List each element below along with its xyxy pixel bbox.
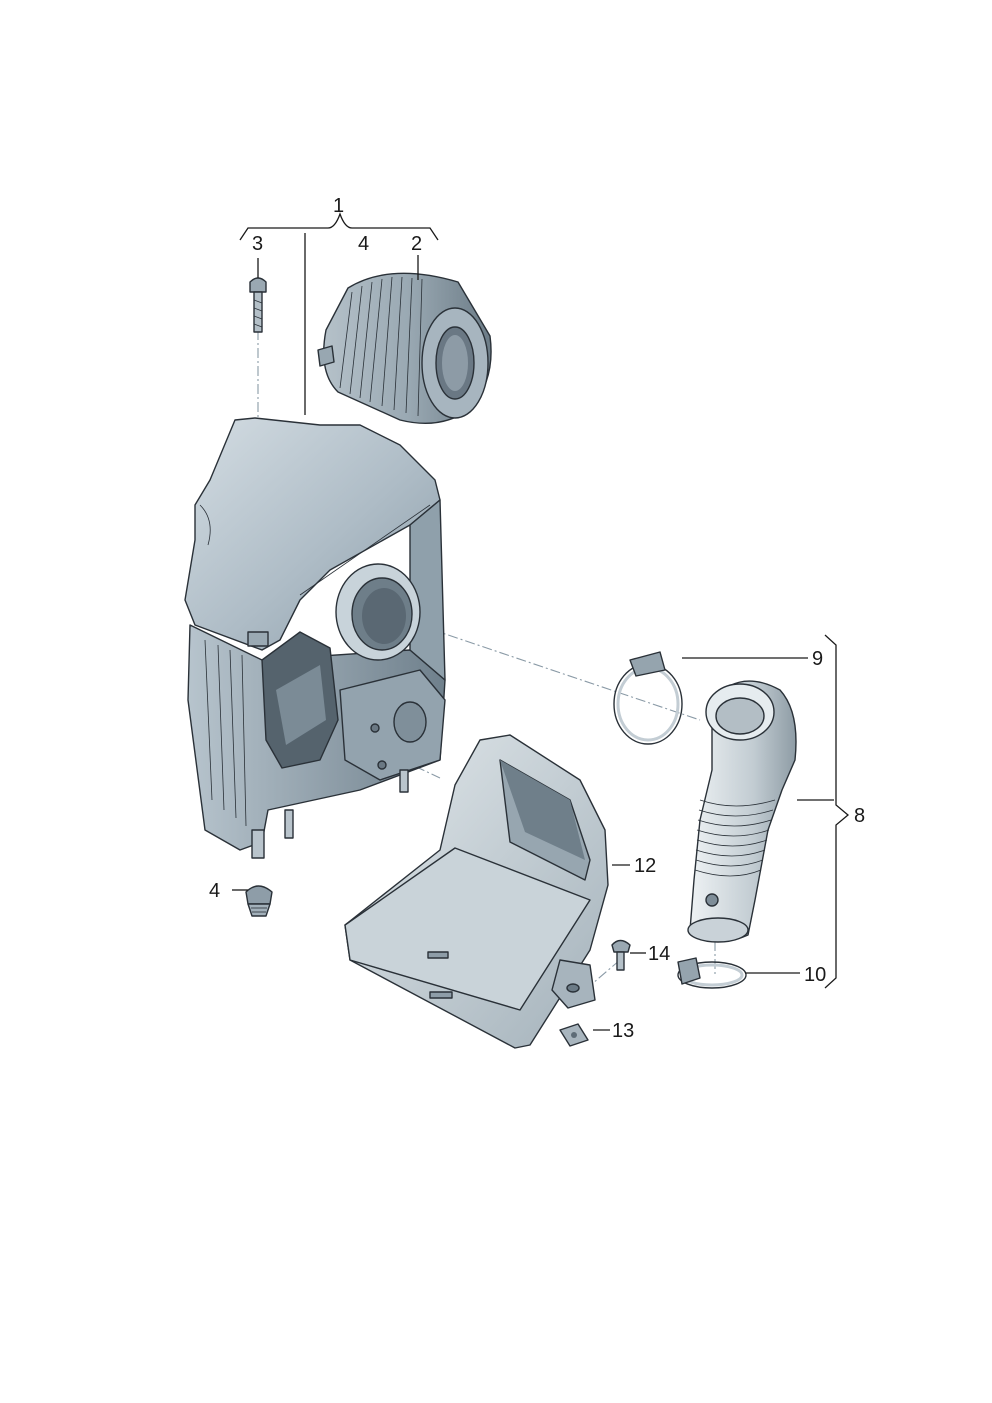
callout-9: 9 bbox=[812, 648, 823, 670]
callout-2: 2 bbox=[411, 233, 422, 255]
bolt-part-3 bbox=[249, 277, 267, 333]
callout-4-bottom: 4 bbox=[209, 880, 220, 902]
callout-4-top: 4 bbox=[358, 233, 369, 255]
air-filter-housing bbox=[184, 417, 446, 859]
leader-lines bbox=[232, 233, 834, 1031]
screw-part-14 bbox=[611, 939, 631, 971]
bracket-1 bbox=[239, 212, 439, 241]
callout-10: 10 bbox=[804, 964, 826, 986]
callout-14: 14 bbox=[648, 943, 670, 965]
hose-clamp-part-10 bbox=[677, 957, 747, 989]
air-duct-part-12 bbox=[344, 734, 609, 1049]
clip-nut-part-13 bbox=[559, 1023, 589, 1047]
callout-8: 8 bbox=[854, 805, 865, 827]
callout-13: 13 bbox=[612, 1020, 634, 1042]
callout-12: 12 bbox=[634, 855, 656, 877]
grommet-part-4 bbox=[245, 885, 273, 917]
callout-labels: 1 3 4 2 4 9 8 10 12 14 13 bbox=[209, 195, 865, 1042]
callout-1: 1 bbox=[333, 195, 344, 217]
bracket-8 bbox=[824, 634, 850, 989]
hose-clamp-part-9 bbox=[613, 651, 683, 745]
intake-hose-part-8 bbox=[687, 680, 797, 943]
callout-3: 3 bbox=[252, 233, 263, 255]
filter-element bbox=[317, 272, 492, 425]
